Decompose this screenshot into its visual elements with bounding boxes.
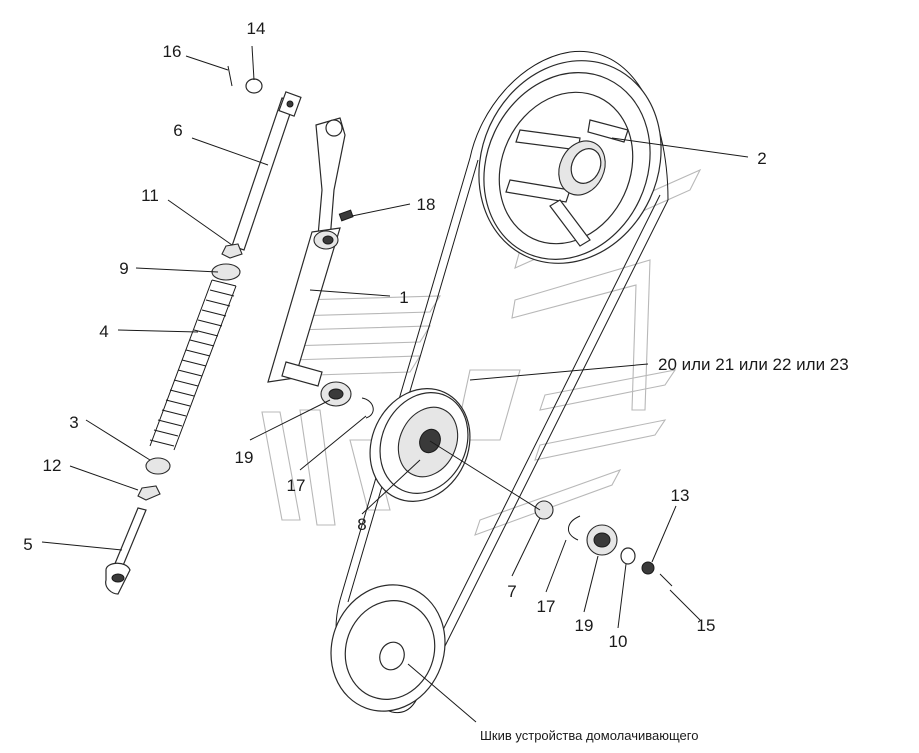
label-8: 8 bbox=[357, 515, 366, 534]
label-2: 2 bbox=[757, 149, 766, 168]
axle-axis-line bbox=[429, 440, 541, 511]
label-18: 18 bbox=[417, 195, 436, 214]
nut-right bbox=[641, 561, 655, 575]
bushing bbox=[534, 500, 554, 520]
label-1: 1 bbox=[399, 288, 408, 307]
cotter-pin-right bbox=[659, 573, 673, 587]
washer-top bbox=[245, 78, 263, 94]
washer-right bbox=[620, 547, 636, 565]
nut-bottom bbox=[137, 485, 161, 501]
snap-ring-left bbox=[361, 397, 374, 419]
label-9: 9 bbox=[119, 259, 128, 278]
label-4: 4 bbox=[99, 322, 108, 341]
label-19-right: 19 bbox=[575, 616, 594, 635]
label-10: 10 bbox=[609, 632, 628, 651]
large-pulley bbox=[478, 60, 662, 264]
nut-top bbox=[221, 243, 243, 259]
label-7: 7 bbox=[507, 582, 516, 601]
idler-pulley bbox=[369, 388, 471, 502]
cotter-pin-top bbox=[227, 65, 233, 87]
caption-thresher-pulley: Шкив устройства домолачивающего bbox=[480, 728, 698, 743]
label-19-left: 19 bbox=[235, 448, 254, 467]
label-6: 6 bbox=[173, 121, 182, 140]
tension-lever bbox=[267, 117, 346, 387]
label-11: 11 bbox=[141, 186, 159, 205]
leader-lines bbox=[41, 45, 749, 723]
label-15: 15 bbox=[697, 616, 716, 635]
tension-rod bbox=[231, 91, 302, 251]
label-14: 14 bbox=[247, 19, 266, 38]
pin bbox=[338, 209, 354, 222]
thresher-pulley bbox=[330, 584, 446, 712]
bearing-left bbox=[320, 381, 352, 407]
label-belt-variants: 20 или 21 или 22 или 23 bbox=[658, 355, 849, 374]
snap-ring-right bbox=[568, 515, 581, 541]
label-3: 3 bbox=[69, 413, 78, 432]
bearing-right bbox=[586, 524, 618, 556]
label-17-left: 17 bbox=[287, 476, 306, 495]
label-5: 5 bbox=[23, 535, 32, 554]
label-12: 12 bbox=[43, 456, 62, 475]
eye-bolt bbox=[105, 507, 147, 595]
label-17-right: 17 bbox=[537, 597, 556, 616]
label-16: 16 bbox=[163, 42, 182, 61]
spring-cup-bottom bbox=[145, 457, 171, 475]
tension-spring bbox=[149, 279, 237, 451]
label-13: 13 bbox=[671, 486, 690, 505]
